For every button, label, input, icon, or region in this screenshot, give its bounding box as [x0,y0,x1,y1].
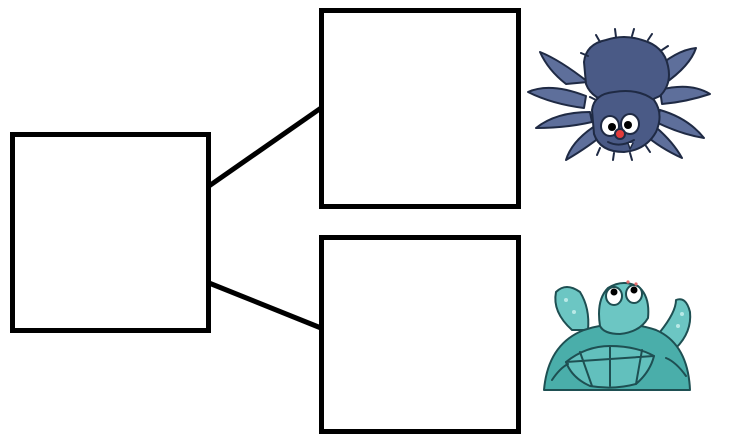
tree-diagram [0,0,731,434]
turtle-icon [0,0,731,434]
